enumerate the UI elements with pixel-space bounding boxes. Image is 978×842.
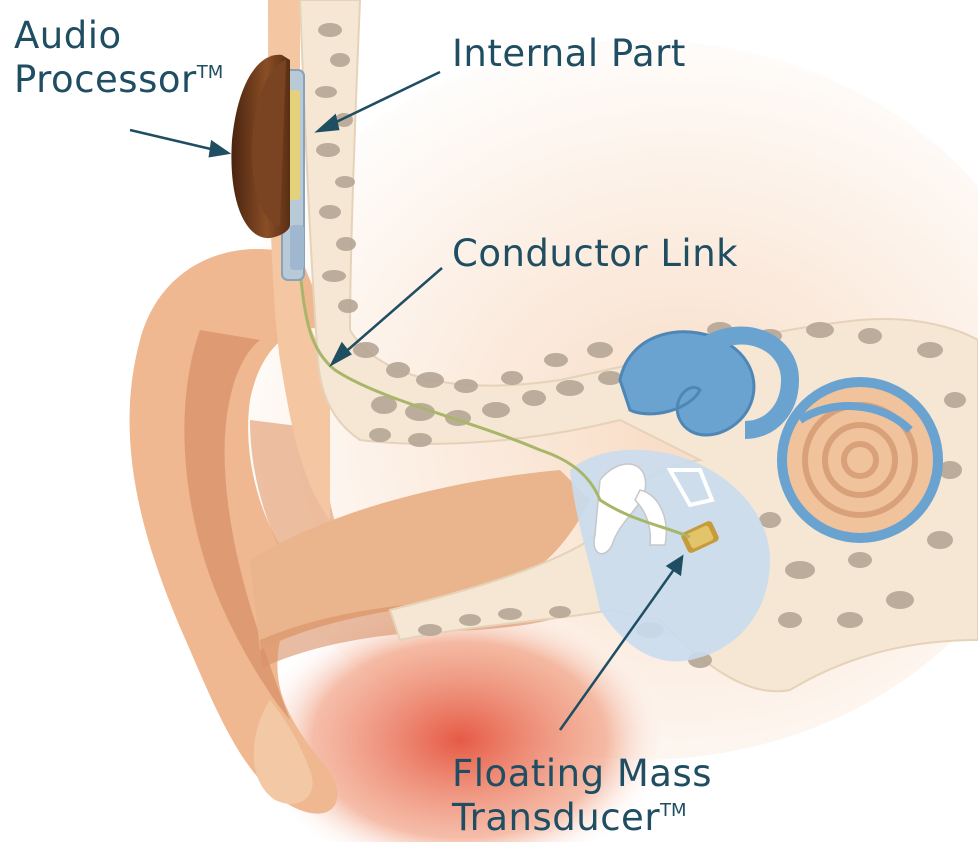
- floating-mass-transducer-trademark: TM: [660, 800, 687, 821]
- floating-mass-transducer-label: Floating Mass TransducerTM: [452, 752, 712, 841]
- audio-processor-label-line2: Processor: [14, 58, 197, 101]
- audio-processor-label: Audio ProcessorTM: [14, 14, 223, 103]
- floating-mass-transducer-label-line2: Transducer: [452, 796, 660, 839]
- internal-part-electronics: [290, 225, 304, 270]
- floating-mass-transducer-label-line1: Floating Mass: [452, 752, 712, 796]
- cochlea: [782, 382, 938, 538]
- audio-processor-device: [231, 55, 290, 238]
- conductor-link-label: Conductor Link: [452, 232, 738, 276]
- internal-part-label: Internal Part: [452, 32, 686, 76]
- audio-processor-trademark: TM: [197, 62, 224, 83]
- audio-processor-label-line1: Audio: [14, 14, 223, 58]
